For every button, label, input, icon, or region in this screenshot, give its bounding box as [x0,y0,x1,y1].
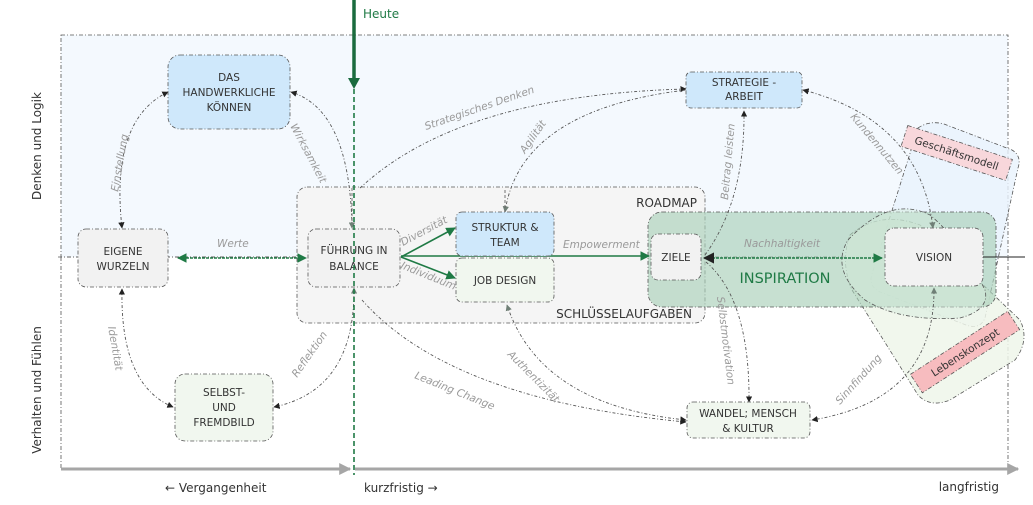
y-axis-upper-label: Denken und Logik [30,92,44,200]
edge-label-identitaet: Identität [105,325,125,372]
svg-text:JOB DESIGN: JOB DESIGN [473,275,536,287]
edge-einstellung [118,91,169,229]
edge-kundennutzen [802,88,936,229]
svg-text:EIGENE: EIGENE [104,246,143,258]
edge-sinnfindung [811,287,938,423]
svg-text:DAS: DAS [218,72,240,84]
today-label: Heute [363,7,399,21]
node-handwerkliches-koennen[interactable]: DAS HANDWERKLICHE KÖNNEN [167,54,291,130]
edge-selbstmotivation [705,261,753,403]
node-struktur-team[interactable]: STRUKTUR & TEAM [455,211,555,257]
svg-text:ARBEIT: ARBEIT [725,91,763,103]
edge-strategisches-denken [359,86,687,189]
svg-text:ZIELE: ZIELE [661,252,690,264]
node-vision[interactable]: VISION [884,227,984,287]
svg-text:FREMDBILD: FREMDBILD [193,417,254,429]
svg-text:& KULTUR: & KULTUR [722,423,774,435]
svg-text:UND: UND [212,402,236,414]
node-wandel-mensch-kultur[interactable]: WANDEL; MENSCH & KULTUR [686,401,811,439]
node-job-design[interactable]: JOB DESIGN [455,257,555,303]
edge-label-reflektion: Reflektion [290,329,330,379]
svg-text:SELBST-: SELBST- [203,387,245,399]
edge-label-werte: Werte [217,238,249,250]
edge-authentizitaet [505,304,687,423]
edge-label-selbstmotivation: Selbstmotivation [714,296,737,386]
svg-text:KÖNNEN: KÖNNEN [207,101,252,114]
edge-wirksamkeit [290,90,356,229]
node-eigene-wurzeln[interactable]: EIGENE WURZELN [77,228,169,288]
edge-diversitaet [400,227,456,258]
roadmap-label: ROADMAP [636,196,697,210]
svg-text:STRUKTUR &: STRUKTUR & [471,222,538,234]
edge-label-nachhaltigkeit: Nachhaltigkeit [744,238,821,250]
x-axis-long-term-label: langfristig [939,480,999,494]
edge-reflektion [273,287,358,409]
edge-identitaet [118,288,174,408]
svg-text:VISION: VISION [916,252,952,264]
today-arrowhead [348,78,360,89]
node-selbst-fremdbild[interactable]: SELBST- UND FREMDBILD [174,373,274,442]
svg-text:WURZELN: WURZELN [97,261,150,273]
node-ziele[interactable]: ZIELE [650,233,702,281]
x-axis-past-label: ← Vergangenheit [165,481,267,495]
svg-text:STRATEGIE -: STRATEGIE - [712,77,777,89]
edge-label-leading-change: Leading Change [413,370,496,413]
edge-label-empowerment: Empowerment [563,239,641,251]
y-axis-lower-label: Verhalten und Fühlen [30,326,44,454]
svg-text:TEAM: TEAM [489,237,519,249]
edge-label-sinnfindung: Sinnfindung [833,352,884,407]
edge-label-authentizitaet: Authentizität [504,348,562,406]
edge-agilitaet [502,89,687,213]
edge-individuum [400,256,456,280]
svg-text:WANDEL; MENSCH: WANDEL; MENSCH [699,408,797,420]
x-axis-short-term-label: kurzfristig → [364,481,438,495]
node-strategie-arbeit[interactable]: STRATEGIE - ARBEIT [685,71,803,109]
svg-text:HANDWERKLICHE: HANDWERKLICHE [182,87,275,99]
inspiration-label: INSPIRATION [739,271,830,287]
